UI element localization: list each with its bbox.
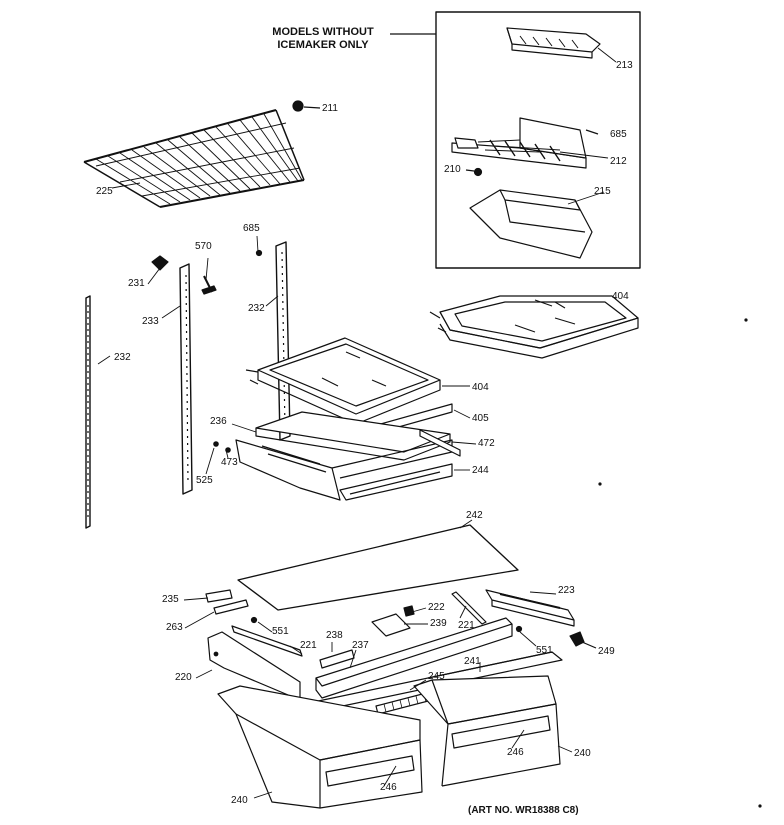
callout-242: 242 <box>466 510 483 521</box>
callout-223: 223 <box>558 585 575 596</box>
rail-232-left <box>85 295 91 529</box>
screw-551-right <box>515 625 523 633</box>
note-models-without-icemaker: MODELS WITHOUT ICEMAKER ONLY <box>258 26 388 52</box>
hinge-249 <box>569 631 597 649</box>
cover-237 <box>315 617 513 699</box>
knob-210 <box>465 167 483 177</box>
callout-263: 263 <box>166 622 183 633</box>
note-line-2: ICEMAKER ONLY <box>277 39 369 51</box>
glass-plate-242 <box>237 524 519 611</box>
clip-231 <box>151 255 169 271</box>
callout-244: 244 <box>472 465 489 476</box>
crisper-drawer-left <box>217 685 423 809</box>
bracket-239 <box>371 613 411 637</box>
note-line-1: MODELS WITHOUT <box>272 26 374 38</box>
callout-551: 551 <box>536 645 553 656</box>
callout-241: 241 <box>464 656 481 667</box>
callout-405: 405 <box>472 413 489 424</box>
callout-220: 220 <box>175 672 192 683</box>
callout-221: 221 <box>300 640 317 651</box>
callout-239: 239 <box>430 618 447 629</box>
support-221-left <box>231 625 303 657</box>
callout-240: 240 <box>231 795 248 806</box>
callout-215: 215 <box>594 186 611 197</box>
callout-240: 240 <box>574 748 591 759</box>
callout-404: 404 <box>612 291 629 302</box>
callout-245: 245 <box>428 671 445 682</box>
callout-210: 210 <box>444 164 461 175</box>
leader-lines <box>97 47 617 799</box>
callout-222: 222 <box>428 602 445 613</box>
callout-232: 232 <box>248 303 265 314</box>
callout-249: 249 <box>598 646 615 657</box>
callout-233: 233 <box>142 316 159 327</box>
callout-237: 237 <box>352 640 369 651</box>
support-221-right <box>451 591 487 625</box>
crisper-drawer-right <box>413 675 561 787</box>
callout-570: 570 <box>195 241 212 252</box>
callout-225: 225 <box>96 186 113 197</box>
callout-236: 236 <box>210 416 227 427</box>
callout-525: 525 <box>196 475 213 486</box>
ice-bucket-frame-212 <box>451 117 599 169</box>
callout-231: 231 <box>128 278 145 289</box>
callout-404: 404 <box>472 382 489 393</box>
screw-551-left <box>250 616 258 624</box>
callout-473: 473 <box>221 457 238 468</box>
ice-tray-213 <box>506 27 601 59</box>
callout-685: 685 <box>610 129 627 140</box>
callout-551: 551 <box>272 626 289 637</box>
support-235 <box>205 589 233 603</box>
callout-238: 238 <box>326 630 343 641</box>
callout-472: 472 <box>478 438 495 449</box>
callout-212: 212 <box>610 156 627 167</box>
callout-221: 221 <box>458 620 475 631</box>
clip-222 <box>403 605 415 617</box>
callout-213: 213 <box>616 60 633 71</box>
knob-211 <box>292 100 321 112</box>
callout-211: 211 <box>322 103 338 114</box>
glass-shelf-404-center <box>245 337 441 425</box>
rail-233 <box>179 263 193 495</box>
callout-246: 246 <box>380 782 397 793</box>
art-number: (ART NO. WR18388 C8) <box>468 805 579 816</box>
ice-bin-215 <box>469 189 593 259</box>
piece-238 <box>319 649 355 669</box>
wire-shelf-225 <box>83 109 305 208</box>
callout-685: 685 <box>243 223 260 234</box>
speck-dot <box>758 804 762 808</box>
glass-shelf-404-right <box>429 295 639 359</box>
rail-232-right <box>275 241 291 441</box>
rail-223 <box>485 589 575 627</box>
speck-dot <box>744 318 748 322</box>
callout-246: 246 <box>507 747 524 758</box>
speck-dot <box>598 482 602 486</box>
screw-570 <box>201 275 217 295</box>
callout-232: 232 <box>114 352 131 363</box>
screw-685 <box>255 249 263 257</box>
support-263 <box>213 599 249 615</box>
drawer-assembly-244 <box>213 411 461 501</box>
callout-235: 235 <box>162 594 179 605</box>
inset-box <box>435 11 641 269</box>
